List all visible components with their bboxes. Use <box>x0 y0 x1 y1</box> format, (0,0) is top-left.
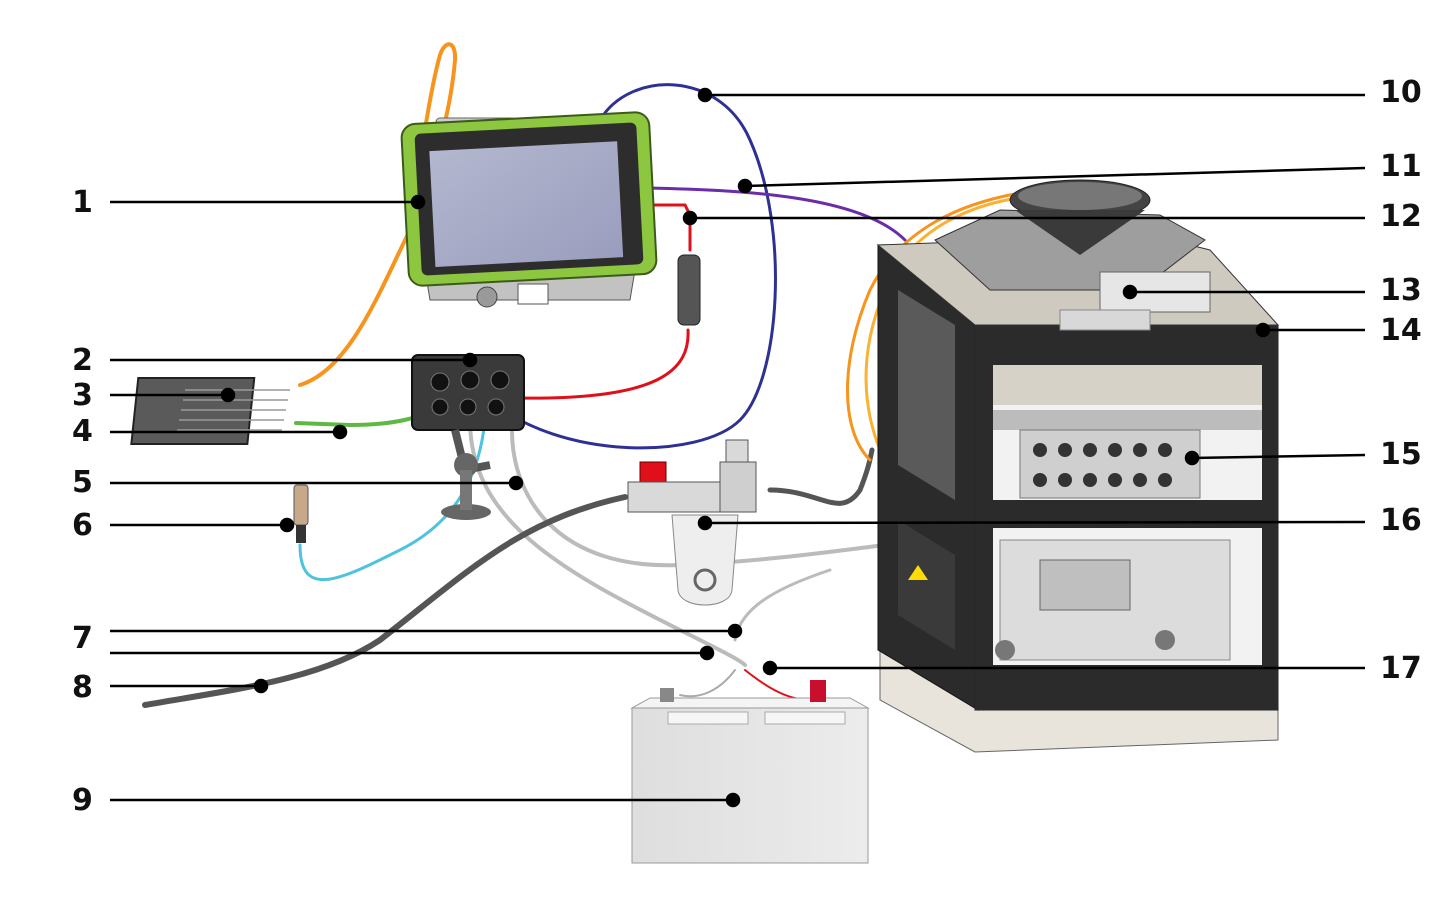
callout-label-10: 10 <box>1380 75 1422 110</box>
callout-label-16: 16 <box>1380 503 1422 538</box>
callout-label-15: 15 <box>1380 437 1422 472</box>
callout-label-6: 6 <box>72 508 93 543</box>
gray-cable-battery <box>468 418 747 667</box>
air-hose <box>142 494 628 708</box>
callout-label-9: 9 <box>72 783 93 818</box>
callout-label-13: 13 <box>1380 273 1422 308</box>
leader-lines <box>110 87 1366 808</box>
callout-label-17: 17 <box>1380 651 1422 686</box>
red-cable <box>646 203 692 252</box>
tablet-icon <box>400 111 658 308</box>
battery-icon <box>630 680 870 864</box>
callout-label-1: 1 <box>72 185 93 220</box>
inline-fuse-icon <box>677 254 701 326</box>
purple-cable <box>646 186 907 242</box>
callout-label-5: 5 <box>72 465 93 500</box>
machine-cabinet-icon <box>876 179 1280 753</box>
callout-label-14: 14 <box>1380 313 1422 348</box>
red-cable-2 <box>518 328 690 400</box>
sensor-icon <box>293 484 309 543</box>
orange-cable <box>298 42 458 387</box>
junction-box-icon <box>411 354 525 520</box>
callout-label-12: 12 <box>1380 199 1422 234</box>
battery-lead-white <box>679 669 736 698</box>
callout-label-4: 4 <box>72 414 93 449</box>
pressure-regulator-icon <box>627 439 757 606</box>
air-hose-2 <box>767 447 875 506</box>
leader-line-11 <box>744 166 1366 188</box>
orange-machine-cable <box>846 188 1042 462</box>
leader-line-15 <box>1191 453 1366 460</box>
callout-label-2: 2 <box>72 343 93 378</box>
callout-label-8: 8 <box>72 670 93 705</box>
callout-label-3: 3 <box>72 378 93 413</box>
blue-cable <box>488 83 777 450</box>
leader-line-16 <box>704 520 1366 525</box>
callout-label-7: 7 <box>72 621 93 656</box>
callout-label-11: 11 <box>1380 149 1422 184</box>
battery-lead-red <box>744 669 811 701</box>
gray-cable-7 <box>733 568 832 642</box>
ecu-module-icon <box>130 377 290 445</box>
